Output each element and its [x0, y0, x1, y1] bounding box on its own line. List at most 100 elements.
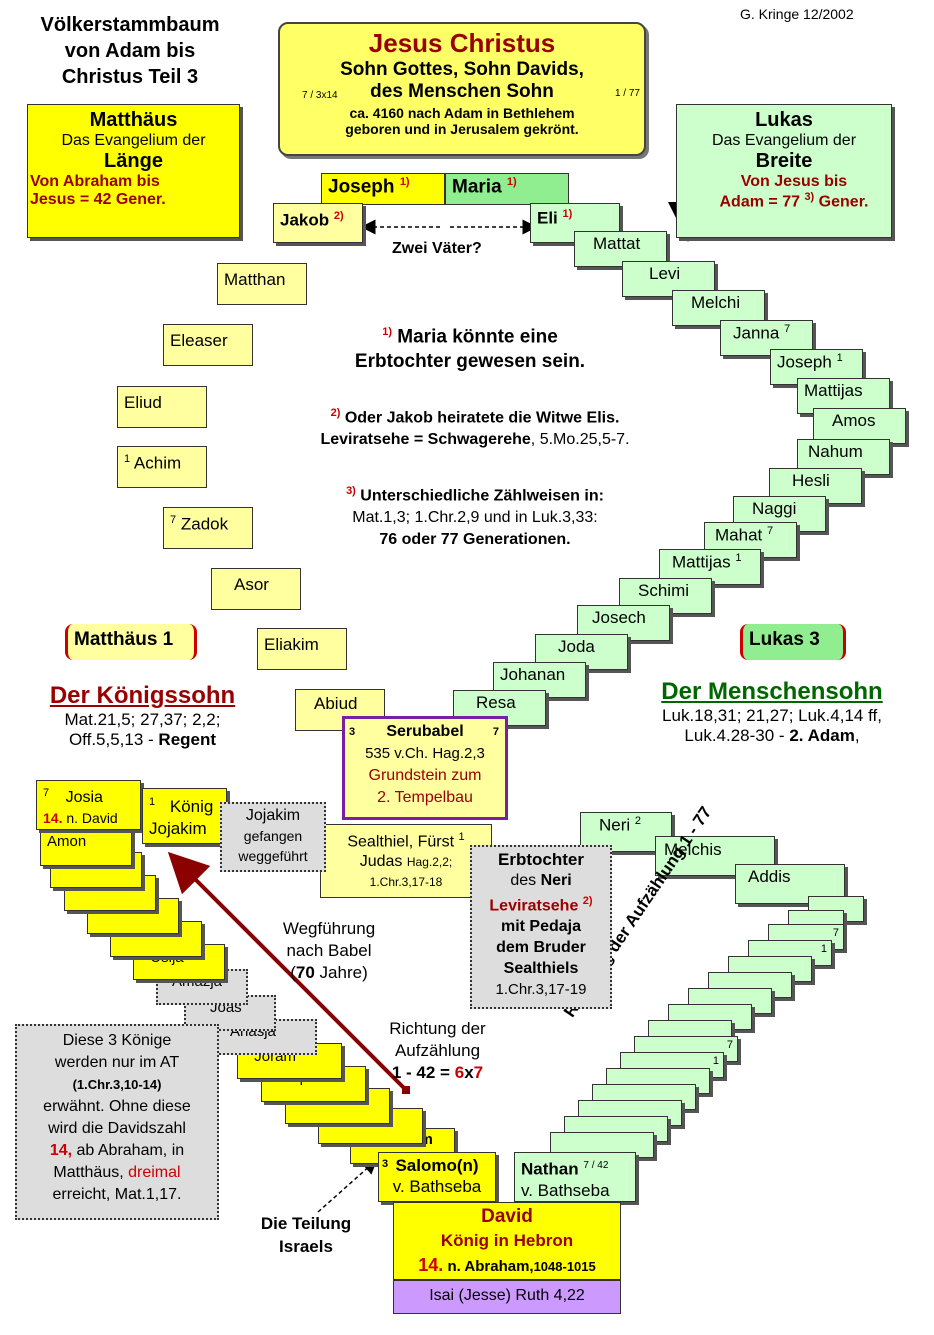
erbtochter-line-3: Leviratsehe	[489, 897, 579, 915]
serubabel-line-4: 2. Tempelbau	[377, 789, 473, 806]
jakob-box: Jakob 2)	[273, 203, 363, 243]
david-box: David König in Hebron 14. n. Abraham,104…	[393, 1202, 621, 1280]
jakob-sup: 2)	[333, 210, 344, 222]
wegfuehrung-line-2: nach Babel	[286, 941, 372, 960]
lukas-box-sub: Das Evangelium der	[711, 132, 857, 149]
drei-koenige-line-4: erwähnt. Ohne diese	[43, 1098, 191, 1115]
koenigssohn-block: Der Königssohn Mat.21,5; 27,37; 2,2; Off…	[20, 682, 265, 750]
serubabel-sup-right: 7	[492, 726, 499, 738]
menschensohn-line-2c: ,	[854, 726, 860, 745]
koenigssohn-title: Der Königssohn	[49, 682, 236, 709]
note-1-b: Erbtochter gewesen sein.	[354, 351, 586, 373]
jesus-right-number: 1 / 77	[614, 88, 640, 99]
erbtochter-sup: 2)	[582, 895, 593, 907]
lukas-3-label: Lukas 3	[740, 624, 846, 660]
richtung-42-line-2: Aufzählung	[394, 1041, 481, 1060]
koenig-jojakim-line-1: König	[169, 796, 214, 816]
lukas-box-red-2-sup: 3)	[804, 191, 815, 203]
lukas-box-red-2: Adam = 77 3) Gener.	[677, 191, 891, 211]
note-2-c: , 5.Mo.25,5-7.	[530, 431, 630, 449]
matt-name-eliakim: Eliakim	[257, 628, 347, 670]
teilung-label: Die Teilung Israels	[244, 1212, 368, 1258]
note-1: 1) Maria könnte eine Erbtochter gewesen …	[300, 320, 640, 374]
josia-sup: 7	[43, 787, 50, 799]
sealthiel-line-3: 1.Chr.3,17-18	[369, 875, 443, 890]
erbtochter-line-1: Erbtochter	[498, 850, 584, 869]
salomo-line-2: v. Bathseba	[392, 1177, 482, 1196]
serubabel-name: Serubabel	[386, 723, 464, 740]
sealthiel-box: Sealthiel, Fürst 1 Judas Hag.2,2; 1.Chr.…	[320, 824, 492, 898]
title-line-1: Völkerstammbaum	[40, 14, 220, 36]
maria-name: Maria	[452, 176, 502, 198]
joseph-name: Joseph	[328, 176, 395, 198]
david-line-2: König in Hebron	[440, 1231, 574, 1250]
josia-name: Josia	[65, 789, 103, 807]
luke-name-mattat: Mattat	[574, 231, 667, 267]
zwei-vaeter-label: Zwei Väter?	[392, 240, 482, 257]
david-line-3: n. Abraham,	[443, 1258, 534, 1275]
matt-name-achim: 1 Achim	[117, 446, 207, 488]
erbtochter-line-2a: des	[510, 872, 541, 889]
jesus-line-3: ca. 4160 nach Adam in Bethlehem	[349, 105, 575, 121]
erbtochter-line-4: mit Pedaja	[500, 918, 582, 936]
menschensohn-line-1: Luk.18,31; 21,27; Luk.4,14 ff,	[662, 706, 882, 725]
menschensohn-block: Der Menschensohn Luk.18,31; 21,27; Luk.4…	[632, 678, 912, 746]
jojakim-gefangen-line-2: gefangen	[243, 828, 303, 844]
sealthiel-line-1: Sealthiel, Fürst	[347, 833, 455, 851]
matthaeus-1-label: Matthäus 1	[65, 624, 197, 660]
matt-name-zadok: 7 Zadok	[163, 507, 253, 549]
eli-name: Eli	[537, 208, 558, 228]
joseph-box: Joseph 1)	[321, 173, 445, 205]
note-3-b: Mat.1,3; 1.Chr.2,9 und in Luk.3,33:	[352, 509, 598, 527]
jesus-line-2: des Menschen Sohn	[370, 81, 554, 102]
matthaeus-box-red-1: Von Abraham bis	[30, 173, 160, 190]
nathan-box: Nathan 7 / 42 v. Bathseba	[514, 1152, 636, 1202]
note-2-b: Leviratsehe = Schwagerehe	[320, 431, 531, 449]
sealthiel-sup: 1	[458, 831, 465, 843]
lukas-box-title: Lukas	[755, 109, 813, 131]
sealthiel-line-2a: Judas	[359, 853, 407, 871]
note-1-a: Maria könnte eine	[397, 326, 558, 348]
jojakim-gefangen-box: Jojakim gefangen weggeführt	[220, 802, 326, 872]
serubabel-line-2: 535 v.Ch. Hag.2,3	[365, 745, 485, 762]
nathan-line-2: v. Bathseba	[521, 1180, 610, 1200]
teilung-line-1: Die Teilung	[260, 1214, 352, 1233]
menschensohn-title: Der Menschensohn	[661, 678, 883, 705]
nathan-sup: 7 / 42	[583, 1160, 609, 1171]
josia-line-2-red: 14.	[43, 810, 63, 827]
isai-box: Isai (Jesse) Ruth 4,22	[393, 1280, 621, 1314]
matthaeus-box: Matthäus Das Evangelium der Länge Von Ab…	[27, 104, 240, 238]
jesus-left-number: 7 / 3x14	[302, 90, 338, 101]
luke-name-janna: Janna 7	[720, 320, 813, 356]
drei-koenige-line-3: (1.Chr.3,10-14)	[72, 1077, 162, 1092]
matt-name-eliud: Eliud	[117, 386, 207, 428]
eli-sup: 1)	[562, 208, 573, 220]
david-years: 1048-1015	[533, 1259, 596, 1274]
luke-name-addis: Addis	[735, 864, 845, 904]
note-2: 2) Oder Jakob heiratete die Witwe Elis. …	[270, 402, 680, 451]
wegfuehrung-years: 70	[295, 963, 315, 982]
menschensohn-line-2a: Luk.4.28-30 -	[684, 726, 790, 745]
wegfuehrung-line-1: Wegführung	[282, 919, 376, 938]
serubabel-line-3: Grundstein zum	[368, 767, 482, 784]
josia-box: 7 Josia 14. n. David	[36, 780, 141, 830]
maria-sup: 1)	[506, 176, 517, 188]
jesus-line-1: Sohn Gottes, Sohn Davids,	[340, 59, 584, 80]
koenigssohn-line-2b: Regent	[158, 730, 217, 749]
teilung-line-2: Israels	[279, 1237, 333, 1256]
jesus-title: Jesus Christus	[368, 28, 556, 58]
sealthiel-line-2b: Hag.2,2;	[406, 855, 453, 870]
lukas-box-main: Breite	[755, 150, 813, 172]
drei-koenige-box: Diese 3 Könige werden nur im AT (1.Chr.3…	[15, 1024, 219, 1220]
luke-name-melchis: Melchis	[655, 836, 775, 876]
maria-box: Maria 1)	[445, 173, 569, 205]
salomo-name: Salomo(n)	[395, 1156, 479, 1175]
chart-title: Völkerstammbaum von Adam bis Christus Te…	[20, 12, 240, 90]
david-name: David	[481, 1206, 533, 1227]
note-3-sup: 3)	[346, 485, 356, 497]
lukas-box-red-1: Von Jesus bis	[740, 173, 848, 190]
menschensohn-line-2b: 2. Adam	[789, 726, 855, 745]
king-amon: Amon	[40, 830, 132, 866]
